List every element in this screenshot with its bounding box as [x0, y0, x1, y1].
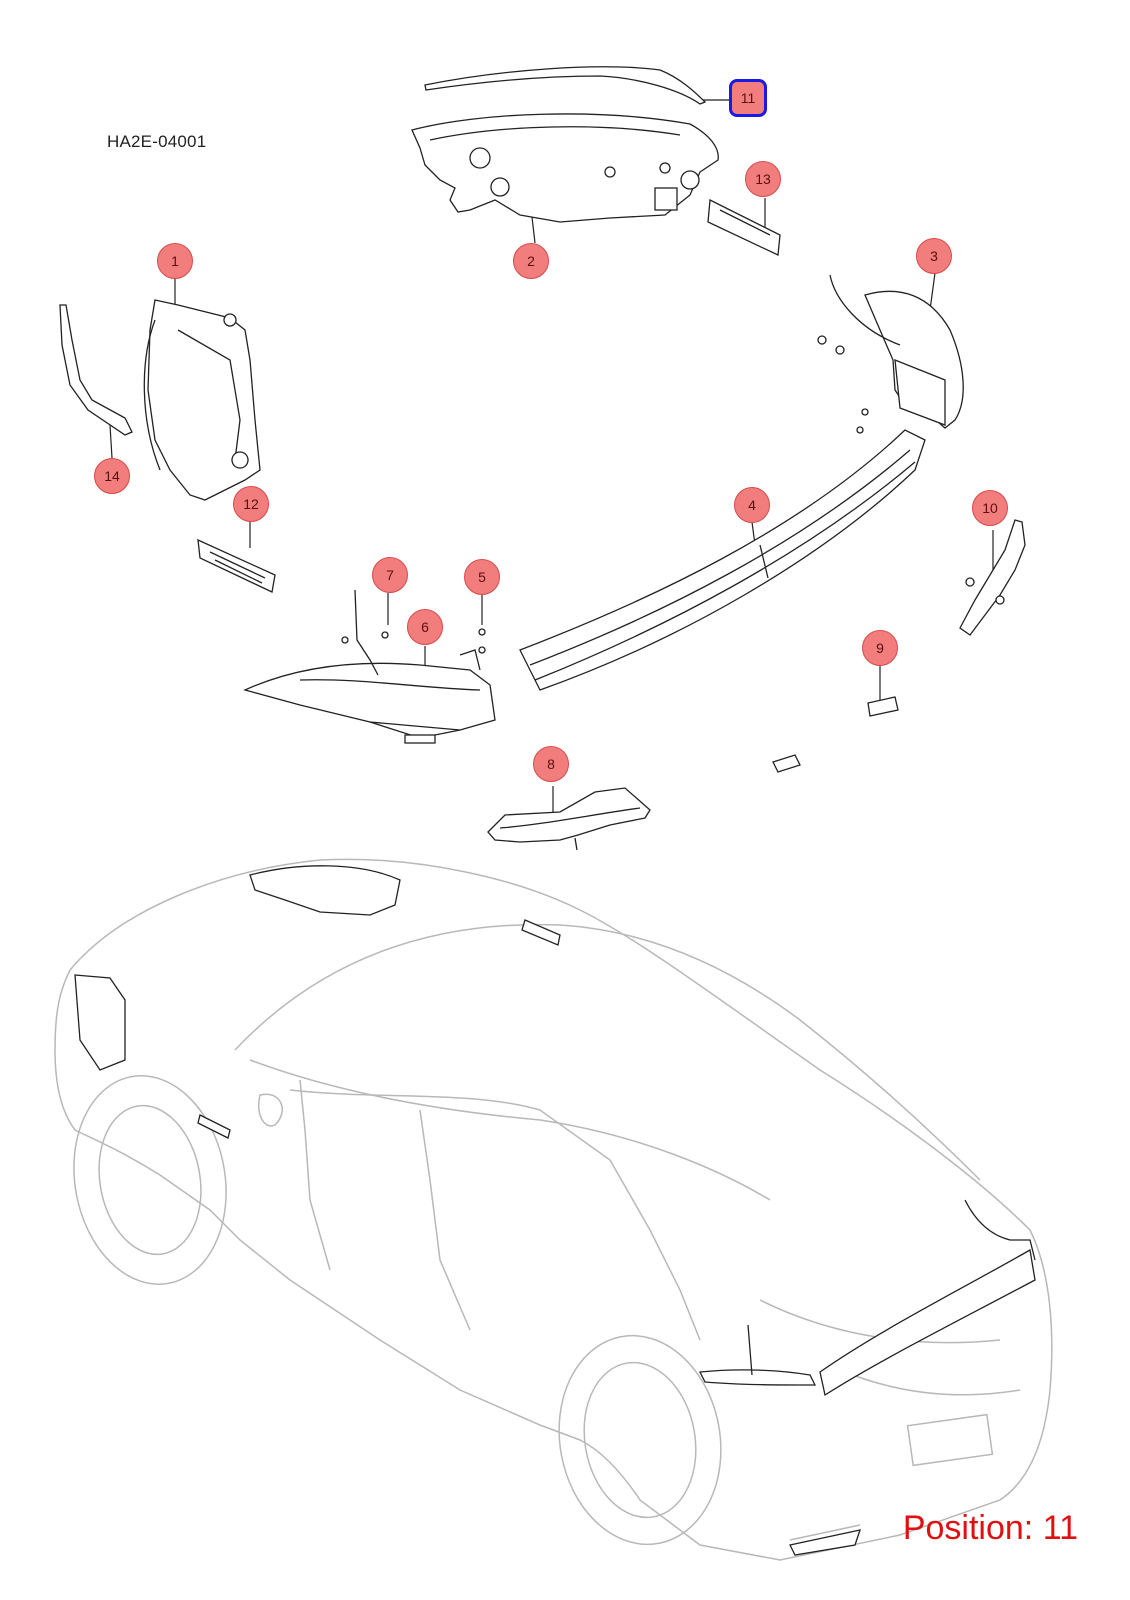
callout-13[interactable]: 13 [745, 161, 781, 197]
callout-4[interactable]: 4 [734, 487, 770, 523]
diagram-code: HA2E-04001 [107, 132, 207, 151]
position-label: Position: 11 [902, 1509, 1078, 1547]
callout-3[interactable]: 3 [916, 238, 952, 274]
callout-5[interactable]: 5 [464, 559, 500, 595]
part-12-marker-lamp [197, 538, 276, 593]
callout-10[interactable]: 10 [972, 490, 1008, 526]
callout-8[interactable]: 8 [533, 746, 569, 782]
car-lamp-details [74, 865, 1036, 1556]
callout-6[interactable]: 6 [407, 609, 443, 645]
callout-1[interactable]: 1 [157, 243, 193, 279]
part-6-tail-lamp [243, 589, 496, 744]
callout-9[interactable]: 9 [862, 630, 898, 666]
callout-12[interactable]: 12 [233, 486, 269, 522]
part-11-trim-strip [424, 66, 707, 105]
part-1-lamp-assembly [143, 299, 261, 501]
callout-14[interactable]: 14 [94, 458, 130, 494]
callout-11-selected[interactable]: 11 [729, 79, 767, 117]
part-4-bar [519, 408, 926, 691]
part-8-lower-bracket [487, 787, 651, 851]
part-13-module [707, 198, 781, 256]
part-9-small-lamp [772, 696, 899, 773]
part-2-headlamp [411, 113, 719, 223]
part-3-tail-lamp [817, 274, 964, 429]
part-10-bracket [959, 519, 1026, 636]
callout-7[interactable]: 7 [372, 557, 408, 593]
callout-2[interactable]: 2 [513, 243, 549, 279]
part-14-trim-strip [59, 304, 133, 436]
car-outline [54, 858, 1053, 1561]
